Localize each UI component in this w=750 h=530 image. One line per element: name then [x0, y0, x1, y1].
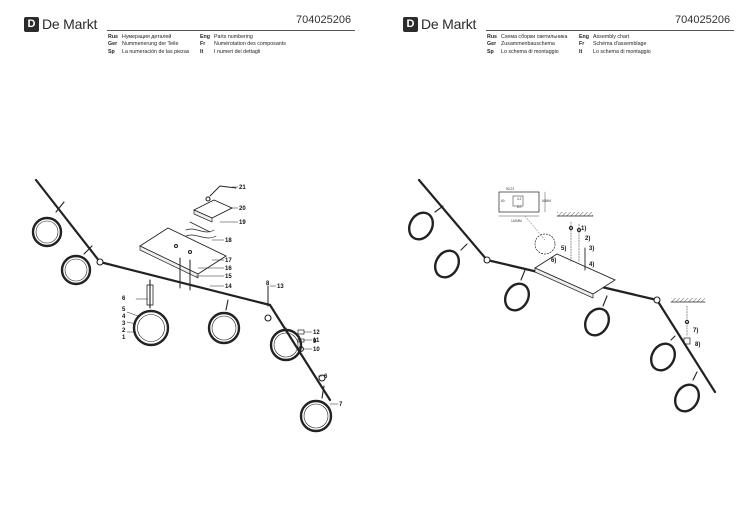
part-label-6-left: 6 — [122, 296, 126, 302]
ceiling-hatch-2 — [671, 298, 705, 302]
ring-lamp-6 — [299, 385, 333, 433]
part-label-10: 10 — [313, 347, 320, 353]
step-label-8: 8) — [695, 342, 700, 348]
brand-logo: D De Markt — [24, 16, 97, 32]
assembly-ring-6 — [673, 371, 701, 413]
header-rule-right — [486, 30, 734, 31]
part-label-21: 21 — [239, 185, 246, 191]
detail-box — [498, 191, 546, 217]
step-label-1: 1) — [581, 226, 586, 232]
part-label-20: 20 — [239, 206, 246, 212]
part-label-19: 19 — [239, 220, 246, 226]
driver-box — [185, 199, 234, 239]
step-label-2: 2) — [585, 236, 590, 242]
step-label-5: 5) — [561, 246, 566, 252]
step-label-7: 7) — [693, 328, 698, 334]
header-rule — [107, 30, 355, 31]
part-label-18: 18 — [225, 238, 232, 244]
brand-name-right: De Markt — [421, 16, 477, 32]
brand-mark-right: D — [403, 16, 418, 32]
step-label-4: 4) — [589, 262, 594, 268]
product-code-right: 704025206 — [675, 14, 731, 26]
step-label-3: 3) — [589, 246, 594, 252]
assembly-canopy — [534, 253, 616, 299]
part-label-7: 7 — [339, 402, 343, 408]
assembly-ring-2 — [433, 243, 468, 279]
ring-lamp-5 — [269, 327, 303, 362]
part-label-1: 1 — [122, 335, 126, 341]
part-label-5: 5 — [122, 307, 126, 313]
part-label-6-right: 6 — [324, 374, 328, 380]
parts-diagram: 1 2 3 4 5 6 6 7 8 9 10 11 12 13 14 15 16… — [31, 178, 343, 433]
ring-lamp-3 — [132, 279, 170, 347]
step-label-6: 6) — [551, 258, 556, 264]
assembly-ring-1 — [407, 205, 444, 241]
brand-mark: D — [24, 16, 39, 32]
part-label-12: 12 — [313, 330, 320, 336]
dim-inner-b: 8.0 — [517, 205, 522, 209]
ring-lamp-1 — [31, 201, 65, 248]
detail-callout — [534, 233, 556, 255]
brand-logo-right: D De Markt — [403, 16, 476, 32]
dim-inner-a: 4.2 — [517, 197, 522, 201]
part-label-17: 17 — [225, 258, 232, 264]
part-label-4: 4 — [122, 314, 126, 320]
ring-lamp-4 — [207, 299, 241, 345]
dim-side: 60 — [501, 199, 505, 203]
part-label-16: 16 — [225, 266, 232, 272]
assembly-ring-5 — [649, 335, 677, 372]
part-label-15: 15 — [225, 274, 232, 280]
product-code: 704025206 — [296, 14, 352, 26]
part-label-3: 3 — [122, 321, 126, 327]
part-label-11: 11 — [313, 338, 320, 344]
part-label-2: 2 — [122, 328, 126, 334]
brand-name: De Markt — [42, 16, 98, 32]
assembly-diagram: 90.23 142MM 60MM 4.2 8.0 60 1) 2) 3) 4) … — [407, 178, 717, 413]
dim-top: 90.23 — [506, 187, 514, 191]
canopy-plate — [139, 227, 227, 279]
part-label-13: 13 — [277, 284, 284, 290]
assembly-ring-4 — [583, 295, 611, 337]
assembly-ring-3 — [503, 269, 531, 312]
dim-width: 142MM — [511, 219, 522, 223]
ring-lamp-2 — [60, 245, 93, 286]
part-label-9: 9 — [313, 339, 317, 345]
part-label-8: 8 — [266, 281, 270, 287]
part-label-14: 14 — [225, 284, 232, 290]
ceiling-hatch-1 — [557, 212, 593, 216]
dim-height: 60MM — [542, 199, 551, 203]
